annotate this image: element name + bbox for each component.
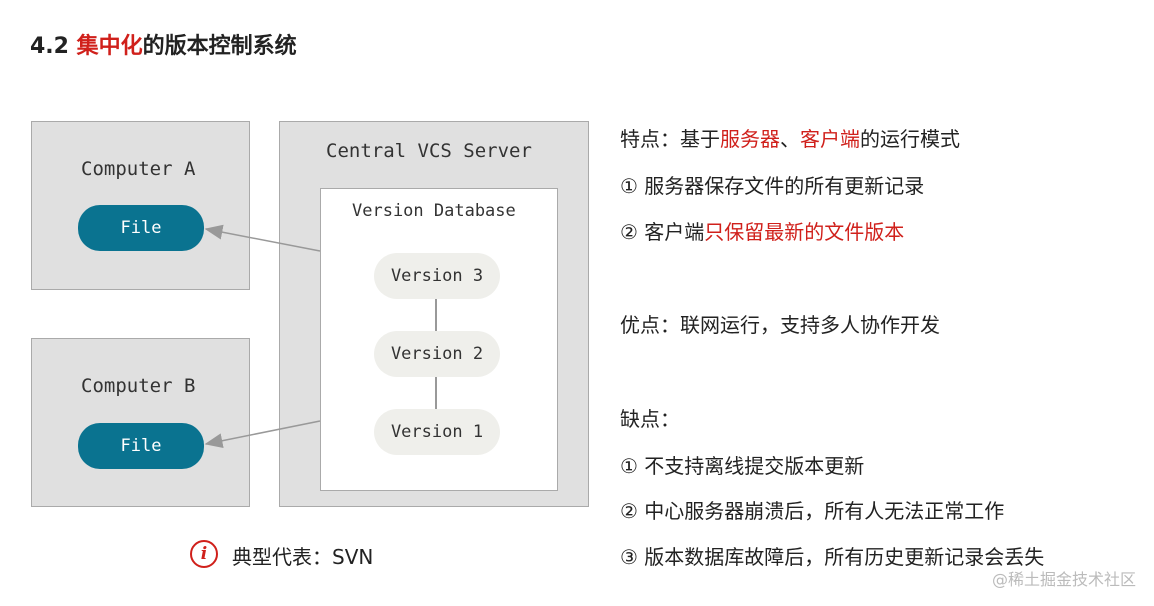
features-item-1: ① 服务器保存文件的所有更新记录 [620,174,925,198]
watermark: @稀土掘金技术社区 [991,570,1136,589]
version-3-pill: Version 3 [374,253,500,299]
features-intro: 特点：基于服务器、客户端的运行模式 [620,123,960,152]
page-title: 4.2 集中化的版本控制系统 [30,28,297,60]
computer-a-label: Computer A [81,158,196,180]
computer-b-file: File [78,423,204,469]
title-highlight: 集中化 [76,34,143,59]
features-server: 服务器 [720,127,780,151]
features-intro-suffix: 的运行模式 [860,127,960,151]
cons-item-2: ② 中心服务器崩溃后，所有人无法正常工作 [620,499,1005,523]
version-1-pill: Version 1 [374,409,500,455]
pros-text: 优点：联网运行，支持多人协作开发 [620,313,940,337]
cons-heading: 缺点： [620,407,680,431]
computer-a-file: File [78,205,204,251]
info-icon: i [190,540,218,568]
cons-item-3: ③ 版本数据库故障后，所有历史更新记录会丢失 [620,545,1045,569]
features-sep: 、 [780,127,800,151]
features-intro-prefix: 特点：基于 [620,127,720,151]
title-prefix: 4.2 [30,34,77,59]
cons-item-1: ① 不支持离线提交版本更新 [620,454,865,478]
features-client: 客户端 [800,127,860,151]
features-item-2: ② 客户端只保留最新的文件版本 [620,216,904,245]
features-item-2-prefix: ② 客户端 [620,220,705,244]
features-item-2-highlight: 只保留最新的文件版本 [704,220,905,244]
version-2-pill: Version 2 [374,331,500,377]
caption-text: 典型代表：SVN [232,545,374,569]
version-database-label: Version Database [352,201,516,221]
central-server-label: Central VCS Server [326,140,532,162]
title-suffix: 的版本控制系统 [142,34,297,59]
computer-b-label: Computer B [81,375,196,397]
